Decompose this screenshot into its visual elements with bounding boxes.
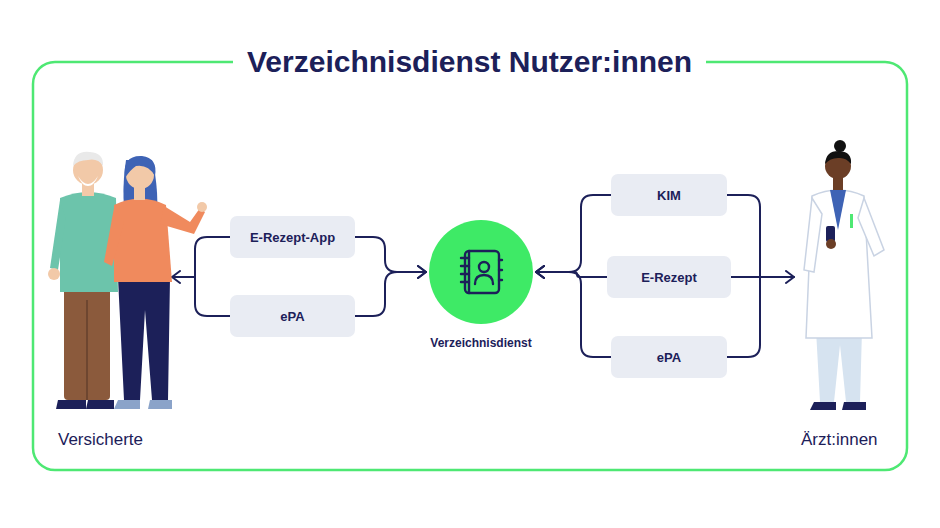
- frame: [33, 62, 907, 470]
- doctor: [804, 140, 884, 410]
- service-circle: Verzeichnisdienst: [429, 220, 533, 324]
- connector: [536, 272, 611, 357]
- insured-woman: [104, 156, 207, 409]
- service-box: E-Rezept-App: [230, 216, 355, 258]
- service-box: ePA: [611, 336, 727, 378]
- box-label: E-Rezept-App: [250, 230, 335, 245]
- box-label: KIM: [657, 188, 681, 203]
- insured-man: [48, 152, 118, 409]
- address-book-icon: [429, 220, 533, 324]
- service-box: ePA: [230, 295, 355, 337]
- group-label: Ärzt:innen: [801, 430, 878, 450]
- connector: [355, 272, 426, 316]
- service-box: KIM: [611, 174, 727, 216]
- connector: [536, 195, 611, 272]
- box-label: E-Rezept: [641, 270, 697, 285]
- service-label: Verzeichnisdienst: [430, 336, 531, 350]
- group-label: Versicherte: [58, 430, 143, 450]
- connector: [355, 237, 426, 272]
- service-box: E-Rezept: [607, 256, 731, 298]
- people-bracket: [172, 237, 230, 316]
- diagram-title: Verzeichnisdienst Nutzer:innen: [233, 44, 706, 80]
- doctor-bracket: [727, 195, 794, 357]
- box-label: ePA: [657, 350, 681, 365]
- box-label: ePA: [280, 309, 304, 324]
